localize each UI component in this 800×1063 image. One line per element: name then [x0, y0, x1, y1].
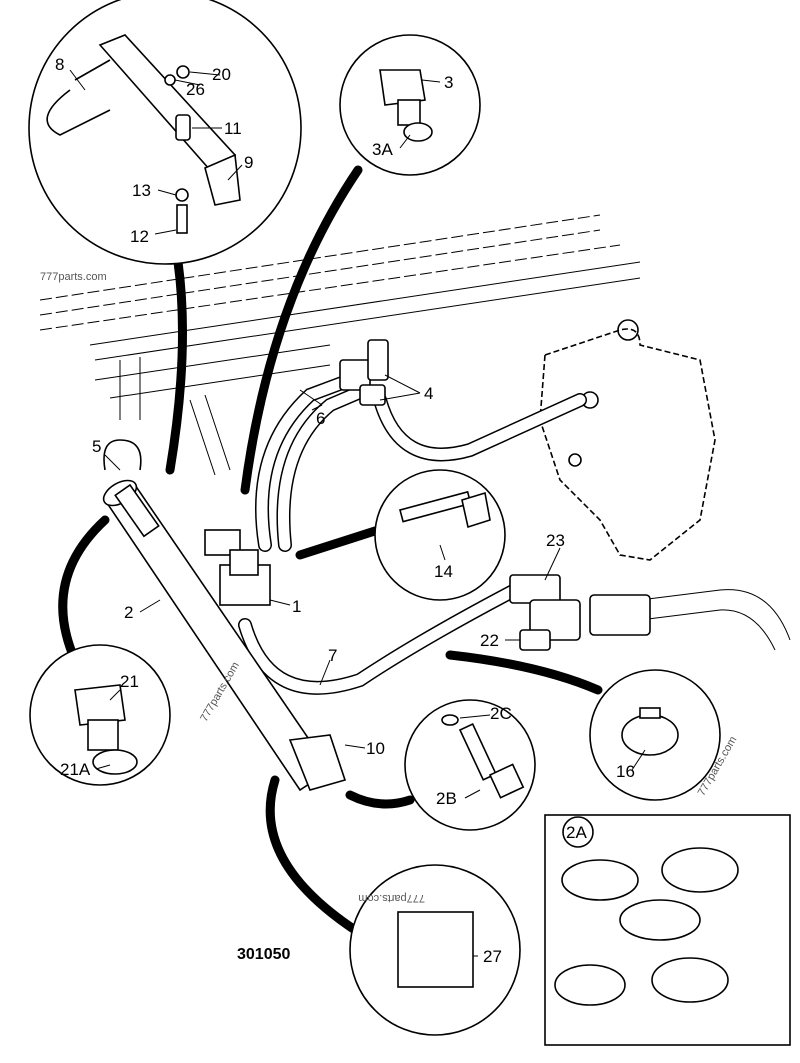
watermarks: 777parts.com 777parts.com 777parts.com 7…: [40, 271, 739, 904]
callout-1: 1: [292, 597, 301, 616]
callout-2: 2: [124, 603, 133, 622]
callout-3: 3: [444, 73, 453, 92]
frame-structure: [39, 214, 641, 476]
callout-5: 5: [92, 437, 101, 456]
callout-10: 10: [366, 739, 385, 758]
drawing-number: 301050: [237, 946, 290, 963]
callout-labels: 8 26 20 3 11 9 3A 13 12 4 6 5 23 14 1 2 …: [55, 55, 635, 966]
callout-22: 22: [480, 631, 499, 650]
callout-leaders: [58, 165, 603, 935]
hoses: [238, 373, 587, 695]
callout-12: 12: [130, 227, 149, 246]
detail-fittings: [74, 69, 739, 1006]
callout-16: 16: [616, 762, 635, 781]
callout-20: 20: [212, 65, 231, 84]
control-valve: [539, 319, 716, 561]
callout-14: 14: [434, 562, 453, 581]
watermark: 777parts.com: [358, 892, 425, 904]
callout-4: 4: [424, 384, 433, 403]
detail-bracket: [46, 34, 241, 234]
callout-3a: 3A: [372, 140, 393, 159]
callout-2b: 2B: [436, 789, 457, 808]
callout-7: 7: [328, 646, 337, 665]
callout-13: 13: [132, 181, 151, 200]
callout-23: 23: [546, 531, 565, 550]
callout-21a: 21A: [60, 760, 91, 779]
callout-26: 26: [186, 80, 205, 99]
callout-9: 9: [244, 153, 253, 172]
callout-21: 21: [120, 672, 139, 691]
callout-27: 27: [483, 947, 502, 966]
callout-2a: 2A: [566, 823, 587, 842]
callout-8: 8: [55, 55, 64, 74]
return-pipe: [589, 589, 791, 651]
callout-6: 6: [316, 409, 325, 428]
tee-fittings: [339, 339, 581, 651]
accumulator: [102, 439, 347, 792]
watermark: 777parts.com: [40, 271, 107, 283]
callout-11: 11: [224, 119, 242, 138]
leader-lines: [69, 69, 646, 957]
callout-2c: 2C: [490, 704, 512, 723]
callout-2a-badge: [562, 816, 594, 848]
